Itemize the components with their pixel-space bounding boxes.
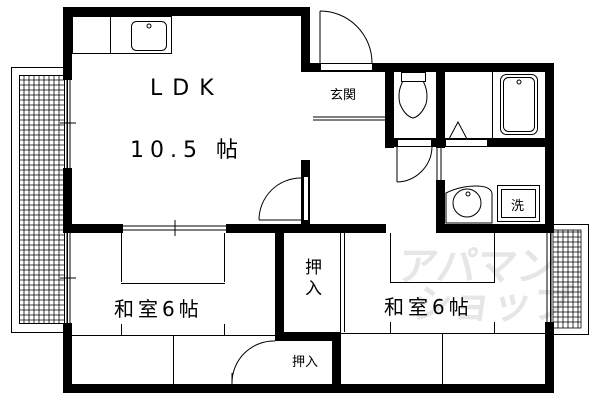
kitchen-counter [72, 16, 172, 54]
water-heater [448, 120, 468, 140]
room-label-closet-small: 押入 [292, 355, 319, 370]
balcony-left [11, 67, 68, 333]
balcony-right [550, 224, 589, 335]
room-label-washitsu-left: 和室6帖 [114, 297, 203, 321]
room-label-washroom: 洗 [511, 199, 525, 214]
toilet [398, 72, 428, 119]
doors [231, 10, 488, 385]
room-label-closet-center: 押入 [301, 258, 321, 300]
room-label-washitsu-right: 和室6帖 [384, 295, 473, 319]
tatami-right [340, 233, 545, 384]
tatami-left [72, 233, 275, 384]
room-label-ldk: LDK [150, 76, 224, 101]
room-label-genkan: 玄関 [330, 88, 357, 103]
bathtub [492, 72, 538, 138]
room-size-ldk: 10.5 帖 [130, 138, 244, 163]
wash-basin [445, 185, 493, 224]
washing-machine [497, 185, 540, 222]
windows [60, 80, 552, 323]
